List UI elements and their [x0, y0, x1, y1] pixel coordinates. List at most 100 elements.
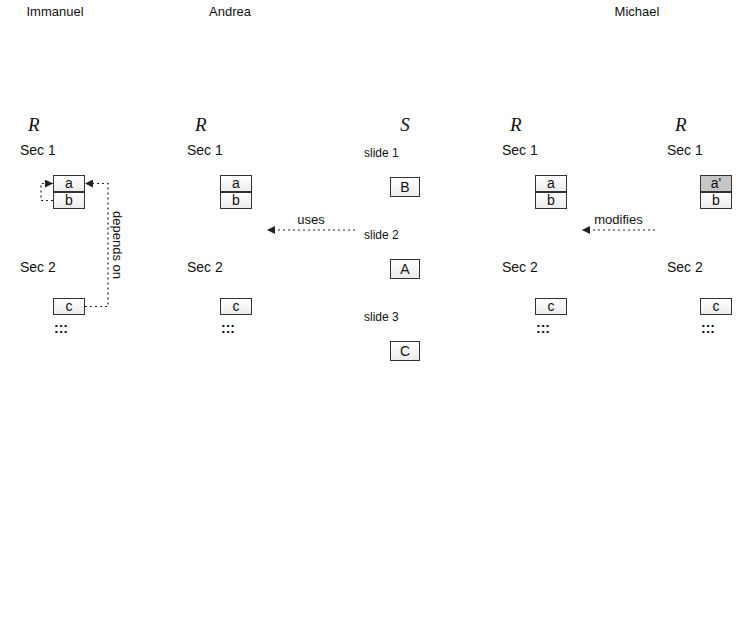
slide-outline — [361, 310, 450, 381]
collection-symbol: R — [28, 115, 100, 135]
slide-title: slide 3 — [360, 309, 450, 326]
collection-symbol: R — [195, 115, 267, 135]
sync-arrow — [55, 362, 700, 550]
element-box: B — [390, 177, 420, 197]
server-icon — [350, 480, 438, 624]
element-name: B — [400, 180, 409, 195]
page-fold — [253, 136, 267, 150]
drawing-part — [404, 410, 405, 476]
dependency-arrow — [582, 229, 655, 230]
drawing-part — [221, 27, 239, 45]
document: RSec 1a'bSec 2:::c — [655, 115, 747, 355]
section-heading: Sec 1 — [16, 141, 92, 159]
drawing-part — [372, 596, 402, 599]
element-box: c — [700, 298, 732, 315]
drawing-part — [425, 480, 438, 624]
element-name: a' — [711, 176, 721, 191]
section-heading: Sec 2 — [16, 258, 92, 276]
slide-box: slide 2A — [360, 227, 450, 299]
person-name: Andrea — [209, 4, 251, 19]
column-separator — [163, 30, 164, 380]
dependency-arrow — [267, 229, 355, 230]
section-box: Sec 1 ab — [16, 141, 92, 241]
section-heading: Sec 2 — [183, 258, 259, 276]
element-box: b — [53, 192, 85, 209]
section-outline — [17, 162, 92, 241]
paper-outline — [9, 136, 100, 355]
slide-outline — [361, 146, 450, 217]
collection-symbol: S — [355, 115, 455, 135]
more-content: ::: — [212, 320, 244, 336]
section-box: Sec 1 a' b — [663, 141, 739, 241]
section-box: Sec 1 ab — [183, 141, 259, 241]
drawing-part — [350, 480, 438, 488]
drawing-part — [45, 26, 65, 46]
drawing-part — [55, 362, 345, 550]
panel-outline — [356, 136, 455, 405]
element-box: A — [390, 259, 420, 279]
person-icon — [212, 27, 248, 106]
person-icon — [41, 26, 69, 106]
document: RSec 1abSec 2:::c — [490, 115, 582, 355]
drawing-part — [360, 528, 415, 534]
drawing-part — [627, 26, 647, 46]
column-separator — [465, 30, 466, 380]
drawing-part — [432, 362, 700, 550]
section-box: Sec 2:::c — [498, 258, 574, 350]
element-box: a — [53, 175, 85, 192]
person-name: Immanuel — [26, 4, 83, 19]
element-name: c — [233, 299, 240, 314]
drawing-part — [350, 488, 425, 624]
section-outline — [664, 279, 739, 350]
drawing-part — [220, 362, 372, 478]
person-name-holder: Immanuel — [0, 2, 115, 20]
dependency-arrow — [41, 184, 53, 201]
slide-content — [365, 245, 445, 294]
drawing-part — [45, 76, 54, 106]
element-box: b — [700, 192, 732, 209]
more-content: ::: — [45, 320, 77, 336]
section-outline — [17, 279, 92, 350]
section-heading: Sec 1 — [498, 141, 574, 159]
section-box: Sec 2:::c — [183, 258, 259, 350]
edge-label: uses — [295, 212, 326, 227]
element-name: C — [400, 344, 410, 359]
drawing-part — [56, 76, 65, 106]
drawing-part — [627, 76, 636, 106]
person-name-holder: Andrea — [170, 2, 290, 20]
person-name: Michael — [615, 4, 660, 19]
element-box: c — [535, 298, 567, 315]
element-name: a — [232, 176, 240, 191]
element-box: c — [53, 298, 85, 315]
more-content: ::: — [692, 320, 724, 336]
element-name: b — [65, 193, 73, 208]
element-box: a — [220, 175, 252, 192]
section-heading: Sec 2 — [498, 258, 574, 276]
element-box: C — [390, 341, 420, 361]
section-heading: Sec 1 — [663, 141, 739, 159]
section-box: Sec 2:::c — [16, 258, 92, 350]
element-name: b — [712, 193, 720, 208]
page-fold — [86, 136, 100, 150]
paper-outline — [656, 136, 747, 355]
edge-label: modifies — [592, 212, 644, 227]
person-name-holder: Michael — [577, 2, 697, 20]
person-icon — [623, 26, 651, 106]
element-name: c — [548, 299, 555, 314]
drawing-part — [223, 88, 228, 106]
section-heading: Sec 2 — [663, 258, 739, 276]
section-heading: Sec 1 — [183, 141, 259, 159]
slide-outline — [361, 228, 450, 299]
drawing-part — [382, 565, 392, 575]
slide-box: slide 3 C — [360, 309, 450, 381]
more-content: ::: — [527, 320, 559, 336]
collection-symbol: R — [510, 115, 582, 135]
drawing-part — [623, 49, 651, 79]
element-name: c — [66, 299, 73, 314]
page-fold — [733, 136, 747, 150]
section-outline — [499, 162, 574, 241]
element-name: b — [232, 193, 240, 208]
document: RSec 1abSec 2:::c — [175, 115, 267, 355]
element-name: a — [65, 176, 73, 191]
